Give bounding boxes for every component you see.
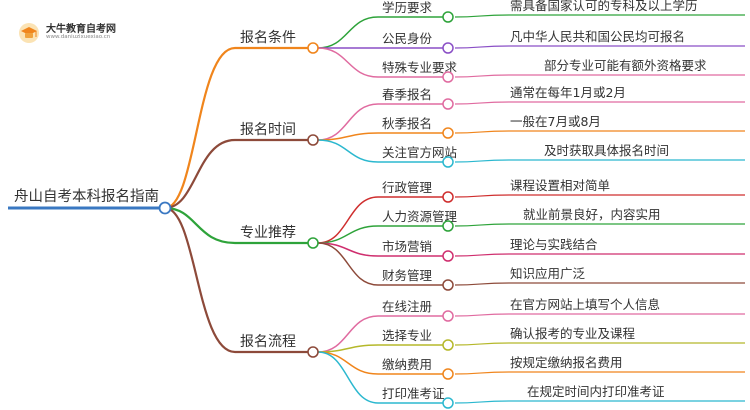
- branch-node[interactable]: [307, 346, 319, 358]
- child-node[interactable]: [442, 156, 454, 168]
- detail-underline: [454, 45, 745, 49]
- child-node[interactable]: [442, 397, 454, 409]
- detail-label: 课程设置相对简单: [510, 178, 610, 193]
- child-node[interactable]: [442, 42, 454, 54]
- child-connector: [317, 139, 379, 163]
- child-connector: [317, 242, 379, 286]
- detail-label: 凡中华人民共和国公民均可报名: [510, 29, 685, 44]
- branch-node[interactable]: [307, 134, 319, 146]
- detail-label: 确认报考的专业及课程: [510, 326, 636, 341]
- branch-connector: [164, 206, 236, 245]
- detail-underline: [454, 194, 745, 198]
- child-node[interactable]: [442, 127, 454, 139]
- detail-label: 及时获取具体报名时间: [544, 143, 669, 158]
- child-label: 秋季报名: [382, 116, 432, 131]
- child-label: 在线注册: [382, 299, 432, 314]
- child-label: 学历要求: [382, 0, 433, 15]
- child-label: 选择专业: [382, 328, 432, 343]
- branch-label: 报名时间: [240, 122, 296, 138]
- child-connector: [317, 225, 379, 244]
- detail-label: 在官方网站上填写个人信息: [510, 297, 660, 312]
- detail-label: 一般在7月或8月: [510, 114, 601, 129]
- child-connector: [317, 132, 379, 141]
- branch-label: 报名流程: [240, 334, 296, 350]
- detail-underline: [454, 313, 745, 317]
- child-label: 财务管理: [382, 268, 433, 283]
- child-label: 特殊专业要求: [382, 60, 458, 75]
- branch-node[interactable]: [307, 42, 319, 54]
- child-label: 市场营销: [382, 239, 432, 254]
- detail-underline: [454, 159, 745, 163]
- child-node[interactable]: [442, 71, 454, 83]
- child-label: 行政管理: [382, 180, 433, 195]
- child-node[interactable]: [442, 368, 454, 380]
- child-label: 公民身份: [382, 31, 433, 46]
- branch-connector: [164, 46, 236, 210]
- logo-title: 大牛教育自考网: [46, 24, 116, 35]
- detail-underline: [454, 342, 745, 346]
- child-node[interactable]: [442, 191, 454, 203]
- child-connector: [317, 344, 379, 353]
- child-label: 打印准考证: [382, 386, 445, 401]
- branch-node[interactable]: [307, 237, 319, 249]
- child-node[interactable]: [442, 98, 454, 110]
- detail-label: 部分专业可能有额外资格要求: [544, 58, 707, 73]
- detail-label: 在规定时间内打印准考证: [527, 384, 665, 399]
- detail-underline: [454, 74, 745, 78]
- detail-underline: [454, 130, 745, 134]
- site-logo[interactable]: 大牛教育自考网 www.daniuzixuexiao.cn: [18, 20, 158, 46]
- child-connector: [317, 315, 379, 353]
- detail-label: 需具备国家认可的专科及以上学历: [510, 0, 698, 13]
- child-node[interactable]: [442, 250, 454, 262]
- detail-underline: [454, 101, 745, 105]
- root-label: 舟山自考本科报名指南: [14, 188, 159, 205]
- detail-underline: [454, 282, 745, 286]
- child-node[interactable]: [442, 220, 454, 232]
- graduation-cap-icon: [19, 23, 39, 43]
- detail-label: 知识应用广泛: [510, 266, 586, 281]
- detail-underline: [454, 14, 745, 18]
- child-connector: [317, 351, 379, 375]
- detail-label: 理论与实践结合: [510, 237, 598, 252]
- detail-underline: [454, 223, 745, 227]
- child-node[interactable]: [442, 310, 454, 322]
- child-label: 人力资源管理: [382, 209, 458, 224]
- detail-label: 通常在每年1月或2月: [510, 85, 626, 100]
- branch-connector: [164, 206, 236, 354]
- detail-underline: [454, 253, 745, 257]
- branch-connector: [164, 138, 236, 210]
- branch-label: 专业推荐: [240, 225, 296, 241]
- child-label: 关注官方网站: [382, 145, 457, 160]
- root-node[interactable]: [158, 201, 172, 215]
- child-connector: [317, 351, 379, 404]
- child-node[interactable]: [442, 279, 454, 291]
- child-connector: [317, 196, 379, 244]
- detail-label: 就业前景良好，内容实用: [523, 207, 661, 222]
- logo-url: www.daniuzixuexiao.cn: [46, 34, 111, 40]
- child-label: 缴纳费用: [382, 357, 432, 372]
- detail-underline: [454, 371, 745, 375]
- child-connector: [317, 16, 379, 49]
- child-node[interactable]: [442, 339, 454, 351]
- child-connector: [317, 47, 379, 78]
- detail-underline: [454, 400, 745, 404]
- child-label: 春季报名: [382, 87, 432, 102]
- child-node[interactable]: [442, 11, 454, 23]
- branch-label: 报名条件: [240, 29, 296, 46]
- child-connector: [317, 103, 379, 141]
- detail-label: 按规定缴纳报名费用: [510, 355, 623, 370]
